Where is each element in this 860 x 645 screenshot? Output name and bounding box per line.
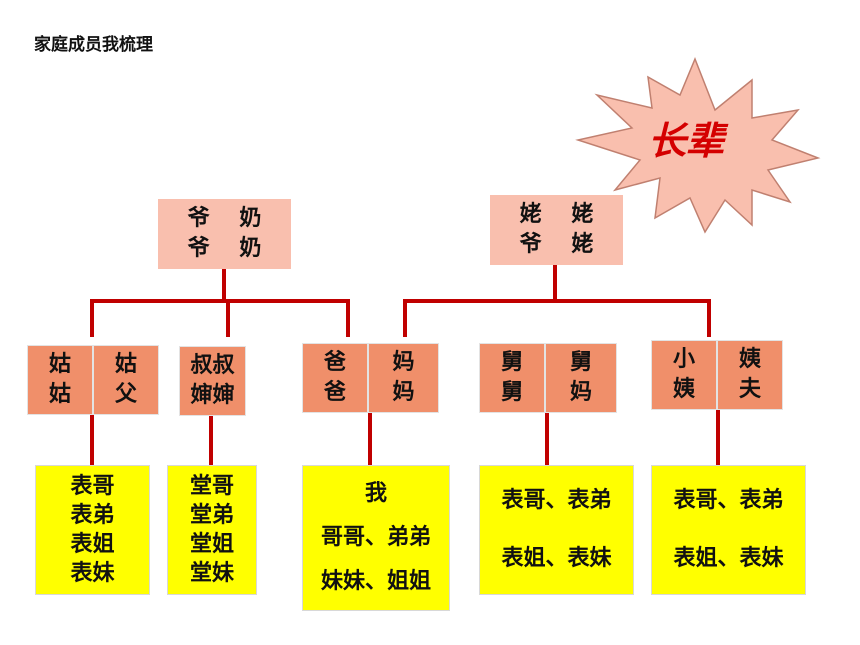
connector-line [403, 299, 711, 303]
box-line: 舅 [500, 350, 523, 375]
paternal-aunt-husband-box: 姑 父 [93, 345, 159, 415]
connector-line [90, 299, 350, 303]
connector-line [222, 268, 226, 301]
box-line: 小 [672, 347, 695, 372]
box-line: 姑 [48, 382, 71, 407]
connector-line [403, 299, 407, 337]
connector-line [716, 410, 720, 466]
box-line: 姨 [738, 347, 761, 372]
box-line: 姨 [672, 377, 695, 402]
box-line: 表妹 [70, 561, 115, 586]
maternal-uncle-children-box: 表哥、表弟 表姐、表妹 [479, 465, 634, 595]
box-line: 堂妹 [189, 561, 234, 586]
box-line: 妈 [569, 380, 592, 405]
box-line: 爷 奶 [187, 206, 262, 231]
paternal-aunt-box: 姑 姑 [27, 345, 93, 415]
box-line: 舅 [500, 380, 523, 405]
page-title: 家庭成员我梳理 [34, 35, 153, 55]
box-line: 爷 奶 [187, 236, 262, 261]
paternal-aunt-children-box: 表哥 表弟 表姐 表妹 [35, 465, 150, 595]
paternal-uncle-box: 叔叔 婶婶 [179, 346, 246, 416]
box-line: 哥哥、弟弟 [320, 525, 431, 550]
box-line: 堂姐 [189, 532, 234, 557]
box-line: 夫 [738, 377, 761, 402]
maternal-aunt-children-box: 表哥、表弟 表姐、表妹 [651, 465, 806, 595]
maternal-aunt-box: 小 姨 [651, 340, 717, 410]
box-line: 爷 姥 [519, 232, 594, 257]
box-line: 妈 [392, 380, 415, 405]
box-line: 表姐、表妹 [673, 546, 784, 571]
box-line: 婶婶 [190, 383, 235, 408]
maternal-uncle-wife-box: 舅 妈 [545, 343, 617, 413]
maternal-uncle-box: 舅 舅 [479, 343, 545, 413]
connector-line [226, 299, 230, 337]
box-line: 堂弟 [189, 503, 234, 528]
siblings-box: 我 哥哥、弟弟 妹妹、姐姐 [302, 465, 450, 611]
connector-line [553, 264, 557, 301]
box-line: 表弟 [70, 503, 115, 528]
maternal-aunt-husband-box: 姨 夫 [717, 340, 783, 410]
paternal-uncle-children-box: 堂哥 堂弟 堂姐 堂妹 [167, 465, 257, 595]
box-line: 爸 [323, 380, 346, 405]
box-line: 叔叔 [190, 353, 235, 378]
mother-box: 妈 妈 [368, 343, 439, 413]
connector-line [209, 414, 213, 466]
box-line: 舅 [569, 350, 592, 375]
father-box: 爸 爸 [302, 343, 368, 413]
box-line: 姑 [114, 352, 137, 377]
connector-line [707, 299, 711, 337]
box-line: 表哥 [70, 474, 115, 499]
connector-line [368, 412, 372, 466]
elders-label: 长辈 [648, 118, 725, 163]
box-line: 我 [364, 481, 387, 506]
connector-line [90, 414, 94, 466]
box-line: 表哥、表弟 [673, 488, 784, 513]
box-line: 父 [114, 382, 137, 407]
box-line: 表哥、表弟 [501, 488, 612, 513]
paternal-grandparents-box: 爷 奶 爷 奶 [158, 199, 291, 269]
connector-line [346, 299, 350, 337]
box-line: 表姐 [70, 532, 115, 557]
box-line: 妹妹、姐姐 [320, 569, 431, 594]
connector-line [545, 412, 549, 466]
maternal-grandparents-box: 姥 姥 爷 姥 [490, 195, 623, 265]
box-line: 姥 姥 [519, 202, 594, 227]
box-line: 堂哥 [189, 474, 234, 499]
box-line: 妈 [392, 350, 415, 375]
connector-line [90, 299, 94, 337]
box-line: 姑 [48, 352, 71, 377]
box-line: 爸 [323, 350, 346, 375]
box-line: 表姐、表妹 [501, 546, 612, 571]
